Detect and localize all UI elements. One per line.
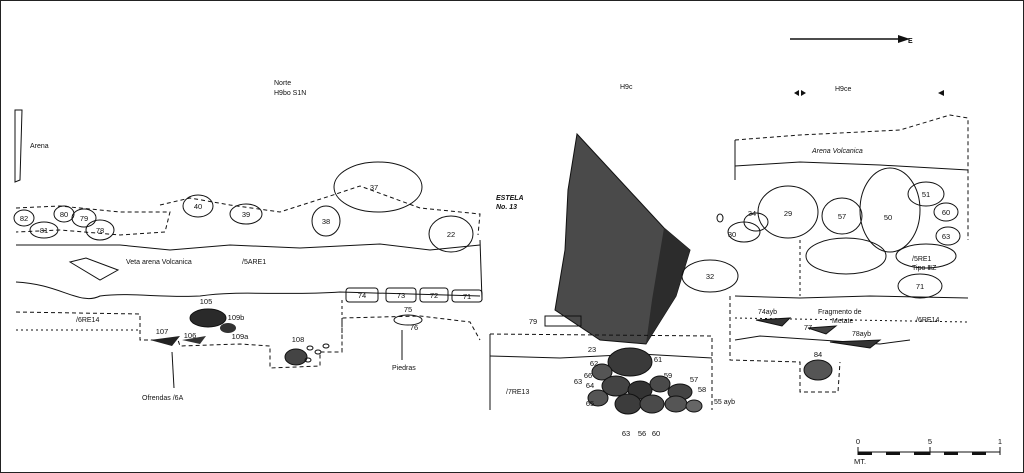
feature-22: 22 [447,230,455,239]
layer-arena: Arena [30,143,49,150]
feature-32: 32 [706,272,714,281]
feature-107: 107 [156,327,169,336]
feature-57a: 57 [690,375,698,384]
feature-105: 105 [200,297,213,306]
layer-7re13: /7RE13 [506,389,529,396]
feature-80: 80 [60,210,68,219]
label-fragmento: Fragmento de [818,309,862,316]
stela-13 [554,132,691,345]
feature-60a: 60 [652,429,660,438]
layer-tipo: Tipo ⅢZ [912,265,937,272]
stone-row [345,287,483,303]
east-arrow-icon [790,35,910,43]
label-metate: Metate [832,318,854,325]
stone-cluster [587,347,703,415]
feature-72: 72 [430,291,438,300]
feature-82: 82 [20,214,28,223]
label-ofrendas: Ofrendas /6A [142,395,184,402]
layer-5are1: /5ARE1 [242,259,266,266]
feature-37: 37 [370,183,378,192]
feature-108: 108 [292,335,305,344]
layer-6re14-right: /6RE14 [916,317,939,324]
east-arrow-label: E [908,38,913,45]
layer-6re14-left: /6RE14 [76,317,99,324]
feature-71b: 71 [916,282,924,291]
left-features [13,161,474,281]
scale-bar [857,447,1001,455]
feature-66: 66 [584,371,592,380]
feature-84: 84 [814,350,822,359]
feature-60b: 60 [942,208,950,217]
right-profile [716,114,969,393]
label-piedras: Piedras [392,365,416,372]
central-profile [489,259,739,410]
east-code: H9ce [835,86,851,93]
feature-81: 81 [40,226,48,235]
feature-23: 23 [588,345,596,354]
feature-77: 77 [804,323,812,332]
scale-tick-5: 5 [928,437,932,446]
north-label: Norte [274,80,291,87]
feature-109a: 109a [232,332,250,341]
feature-63a: 63 [574,377,582,386]
feature-79b: 79 [529,317,537,326]
feature-39: 39 [242,210,250,219]
layer-veta: Veta arena Volcanica [126,259,192,266]
scale-unit: MT. [854,457,866,466]
scale-tick-1: 1 [998,437,1002,446]
feature-63b: 63 [622,429,630,438]
feature-74: 74 [358,291,366,300]
feature-106: 106 [184,331,197,340]
feature-63c: 63 [942,232,950,241]
feature-73: 73 [397,291,405,300]
scale-tick-0: 0 [856,437,860,446]
feature-30: 30 [728,230,736,239]
layer-5re1: /5RE1 [912,256,932,263]
label-74ayb: 74ayb [758,309,777,316]
feature-76: 76 [410,323,418,332]
feature-50: 50 [884,213,892,222]
label-78ayb: 78ayb [852,331,871,338]
stela-number: No. 13 [496,204,517,211]
feature-58: 58 [698,385,706,394]
feature-61: 61 [654,355,662,364]
central-code: H9c [620,84,633,91]
stela-title: ESTELA [496,195,524,202]
right-offerings [755,317,882,381]
feature-75: 75 [404,305,412,314]
label-55ayb: 55 ayb [714,399,735,406]
feature-79: 79 [80,214,88,223]
feature-34: 34 [748,209,756,218]
layer-arena-volcanica: Arena Volcanica [811,148,863,155]
feature-29: 29 [784,209,792,218]
feature-78: 78 [96,226,104,235]
feature-109b: 109b [228,313,245,322]
feature-64: 64 [586,381,594,390]
section-marker-icon [794,90,944,96]
north-code: H9bo S1N [274,90,306,97]
feature-71: 71 [463,292,471,301]
left-profile [14,109,483,369]
offerings-group [150,308,423,389]
feature-40: 40 [194,202,202,211]
feature-65: 65 [586,399,594,408]
feature-51: 51 [922,190,930,199]
feature-59: 59 [664,371,672,380]
feature-57b: 57 [838,212,846,221]
feature-62: 62 [590,359,598,368]
feature-38: 38 [322,217,330,226]
feature-56: 56 [638,429,646,438]
